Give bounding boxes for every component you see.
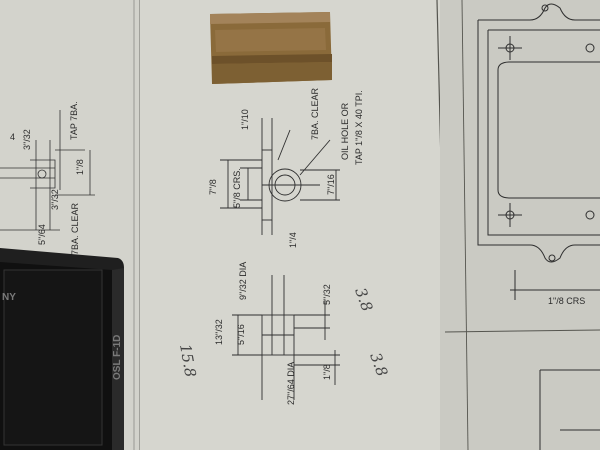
left-clear-label: 7BA. CLEAR [70, 202, 80, 255]
dim-1-8-crs: 1"/8 CRS [548, 296, 585, 306]
dim-7-16: 7"/16 [326, 174, 336, 195]
dim-5-32: 5"/32 [322, 284, 332, 305]
tap-thread-label: TAP 1"/8 X 40 TPI. [354, 90, 364, 165]
dim-5-8-crs: 5"/8 CRS. [232, 168, 242, 208]
left-drawing [0, 110, 95, 231]
dim-13-32: 13"/32 [214, 319, 224, 345]
left-dim-3-32-b: 3"/32 [50, 189, 60, 210]
left-tap-label: TAP 7BA. [69, 101, 79, 140]
bush-drawing [232, 275, 340, 400]
right-sheet-rule [444, 329, 600, 333]
camera-device [0, 248, 124, 450]
device-brand: NY [2, 292, 16, 303]
dim-27-64-dia: 27"/64 DIA [286, 362, 296, 405]
left-dim-3-32: 3"/32 [22, 129, 32, 150]
bronze-block [210, 12, 332, 84]
bearing-drawing [220, 118, 340, 235]
plate-drawing [477, 3, 600, 450]
device-side-label: OSL F-1D [112, 335, 123, 380]
oil-hole-label: OIL HOLE OR [340, 102, 350, 160]
dim-9-32-dia: 9"/32 DIA [238, 262, 248, 300]
right-sheet-frame [461, 0, 469, 450]
dim-7-8: 7"/8 [208, 179, 218, 195]
left-dim-5-64: 5"/64 [37, 224, 47, 245]
dim-1-4: 1"/4 [288, 232, 298, 248]
seven-ba-clear-label: 7BA. CLEAR [310, 87, 320, 140]
dim-1-8-lower: 1"/8 [322, 364, 332, 380]
left-dim-4: 4 [10, 132, 15, 142]
dim-1-10: 1"/10 [240, 109, 250, 130]
left-dim-1-8: 1"/8 [75, 159, 85, 175]
handwritten-note-3: 15.8 [176, 343, 200, 379]
right-sheet [440, 0, 600, 450]
dim-5-16: 5"/16 [236, 324, 246, 345]
